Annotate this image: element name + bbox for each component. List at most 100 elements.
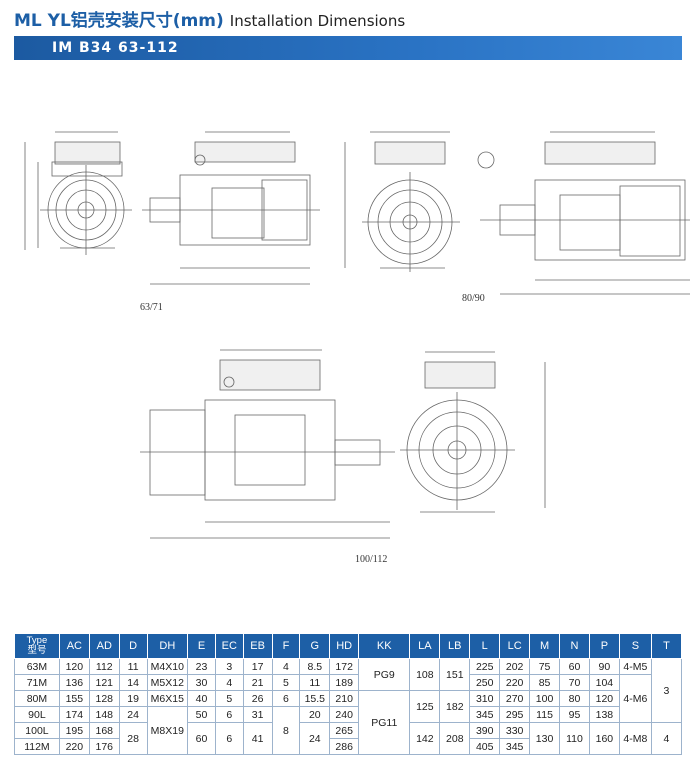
cell-d: 11 xyxy=(118,658,148,675)
frame-label-80-90: 80/90 xyxy=(462,293,485,304)
cell-ec: 6 xyxy=(214,706,244,723)
cell-type: 80M xyxy=(14,690,60,707)
motor-end-view-63-71 xyxy=(24,131,132,255)
cell-lc: 202 xyxy=(499,658,531,675)
table-row: 112M 220 176 286 405 345 xyxy=(14,738,682,755)
cell-l: 345 xyxy=(469,706,501,723)
cell-type: 71M xyxy=(14,674,60,691)
cell-l: 310 xyxy=(469,690,501,707)
cell-hd: 240 xyxy=(329,706,360,723)
table-row: 80M 155 128 19 M6X15 40 5 26 6 15.5 210 … xyxy=(14,690,682,755)
cell-p: 104 xyxy=(588,674,620,691)
col-la: LA xyxy=(409,633,441,659)
cell-s: 4-M6 xyxy=(618,674,652,723)
cell-la: 108 xyxy=(409,658,441,691)
col-ec: EC xyxy=(214,633,244,659)
cell-d: 14 xyxy=(118,674,148,691)
cell-p: 120 xyxy=(588,690,620,707)
col-e: E xyxy=(187,633,216,659)
cell-m: 115 xyxy=(529,706,561,723)
table-row: 71M 136 121 14 M5X12 30 4 21 5 11 189 25… xyxy=(14,674,682,723)
title-english: Installation Dimensions xyxy=(229,12,406,30)
cell-eb: 21 xyxy=(242,674,273,691)
cell-e: 50 xyxy=(187,706,216,723)
cell-ac: 195 xyxy=(58,722,90,739)
cell-p: 90 xyxy=(588,658,620,675)
col-s: S xyxy=(618,633,652,659)
cell-e: 40 xyxy=(187,690,216,707)
col-g: G xyxy=(299,633,331,659)
cell-n: 95 xyxy=(559,706,590,723)
cell-lb: 208 xyxy=(439,722,471,755)
cell-type: 100L xyxy=(14,722,60,739)
col-m: M xyxy=(529,633,561,659)
cell-g: 20 xyxy=(299,706,331,723)
cell-p: 160 xyxy=(588,722,620,755)
table-row: 63M 120 112 11 M4X10 23 3 17 4 8.5 172 P… xyxy=(14,658,683,723)
cell-dh: M5X12 xyxy=(146,674,189,691)
cell-f: 8 xyxy=(271,706,301,755)
cell-m: 85 xyxy=(529,674,561,691)
cell-m: 75 xyxy=(529,658,561,675)
cell-dh: M4X10 xyxy=(146,658,189,675)
col-eb: EB xyxy=(242,633,273,659)
cell-type: 112M xyxy=(14,738,60,755)
cell-hd: 172 xyxy=(329,658,360,675)
cell-lc: 295 xyxy=(499,706,531,723)
cell-n: 70 xyxy=(559,674,590,691)
cell-l: 390 xyxy=(469,722,501,739)
cell-l: 250 xyxy=(469,674,501,691)
cell-type: 90L xyxy=(14,706,60,723)
motor-end-view-80-90 xyxy=(344,131,495,272)
mounting-label: IM B34 63-112 xyxy=(52,40,179,56)
cell-l: 405 xyxy=(469,738,501,755)
cell-ec: 5 xyxy=(214,690,244,707)
col-n: N xyxy=(559,633,590,659)
cell-d: 19 xyxy=(118,690,148,707)
table-row: 100L 195 168 28 60 6 41 24 265 142 208 3… xyxy=(14,722,683,755)
col-f: F xyxy=(271,633,301,659)
cell-kk: PG11 xyxy=(358,690,411,755)
cell-hd: 189 xyxy=(329,674,360,691)
cell-dh: M8X19 xyxy=(146,706,189,755)
cell-lc: 330 xyxy=(499,722,531,739)
cell-f: 6 xyxy=(271,690,301,707)
cell-d: 28 xyxy=(118,722,148,755)
dimensions-table: Type 型号 AC AD D DH E EC EB F G HD KK LA … xyxy=(14,633,683,755)
cell-g: 8.5 xyxy=(299,658,331,675)
frame-label-63-71: 63/71 xyxy=(140,302,163,313)
cell-ad: 112 xyxy=(88,658,120,675)
cell-dh: M6X15 xyxy=(146,690,189,707)
cell-g: 15.5 xyxy=(299,690,331,707)
cell-la: 125 xyxy=(409,690,441,723)
cell-ac: 155 xyxy=(58,690,90,707)
cell-p: 138 xyxy=(588,706,620,723)
mounting-band: IM B34 63-112 xyxy=(14,36,682,60)
cell-s: 4-M5 xyxy=(618,658,652,675)
page-title: ML YL铝壳安装尺寸(mm) Installation Dimensions xyxy=(14,6,405,32)
col-kk: KK xyxy=(358,633,411,659)
col-d: D xyxy=(118,633,148,659)
title-chinese: ML YL铝壳安装尺寸(mm) xyxy=(14,11,224,31)
cell-s: 4-M8 xyxy=(618,722,652,755)
cell-lb: 151 xyxy=(439,658,471,691)
cell-ec: 4 xyxy=(214,674,244,691)
motor-end-view-100-112 xyxy=(400,351,546,513)
cell-eb: 31 xyxy=(242,706,273,723)
cell-t: 3 xyxy=(650,658,683,723)
col-l: L xyxy=(469,633,501,659)
col-t: T xyxy=(650,633,683,659)
cell-e: 23 xyxy=(187,658,216,675)
cell-ec: 6 xyxy=(214,722,244,755)
col-hd: HD xyxy=(329,633,360,659)
cell-m: 100 xyxy=(529,690,561,707)
cell-n: 110 xyxy=(559,722,590,755)
cell-ac: 136 xyxy=(58,674,90,691)
cell-ad: 176 xyxy=(88,738,120,755)
cell-t: 4 xyxy=(650,722,683,755)
cell-e: 30 xyxy=(187,674,216,691)
cell-kk: PG9 xyxy=(358,658,411,691)
frame-label-100-112: 100/112 xyxy=(355,554,388,565)
cell-ac: 220 xyxy=(58,738,90,755)
cell-e: 60 xyxy=(187,722,216,755)
